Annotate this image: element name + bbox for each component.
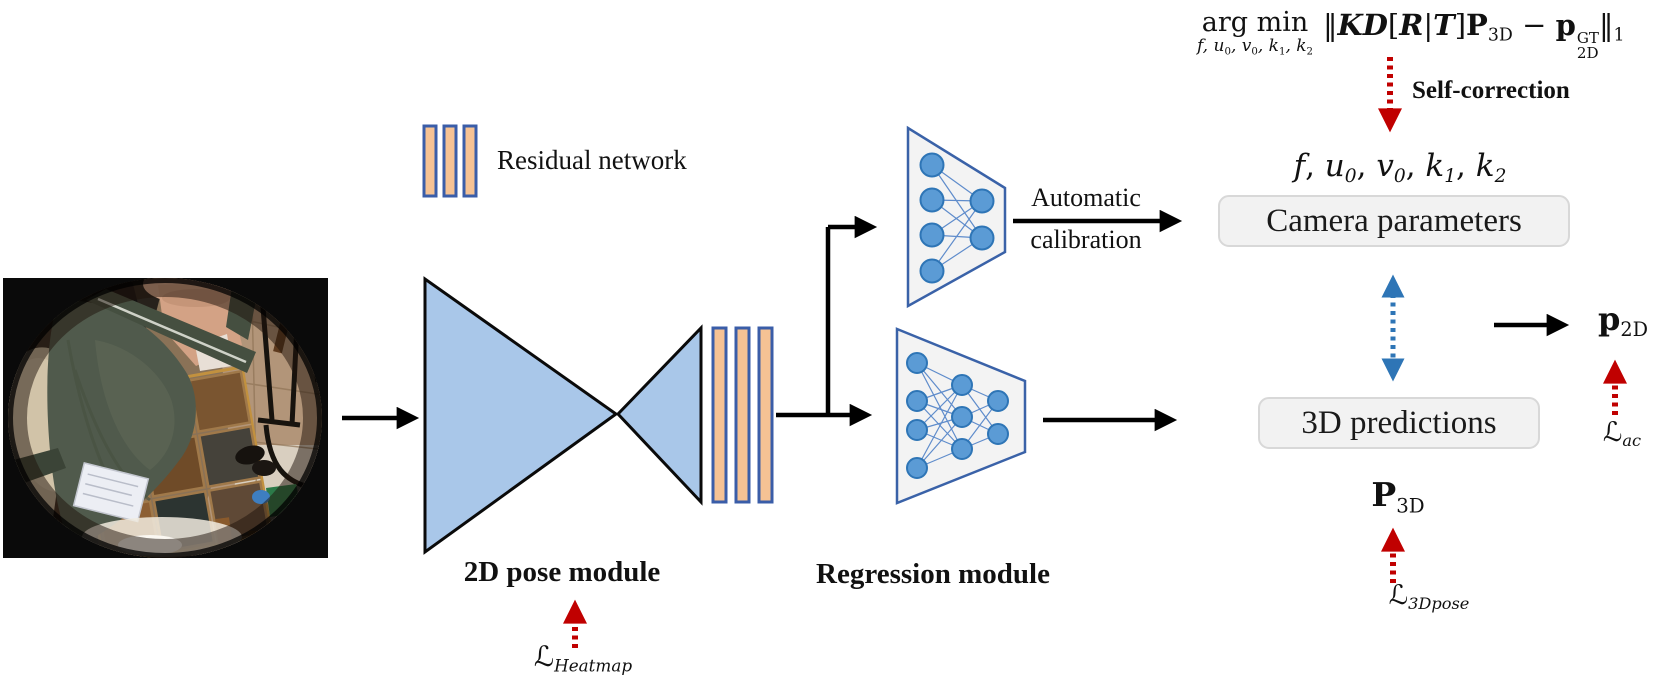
camera-parameters-box: Camera parameters (1218, 195, 1570, 247)
output-p3d: P3D (1371, 475, 1425, 518)
regression-module-label: Regression module (816, 558, 1050, 590)
loss-arrows (563, 57, 1627, 648)
automatic-label: Automatic (1031, 183, 1141, 212)
pose-module-label: 2D pose module (463, 556, 661, 588)
camera-parameter-symbols: f, u0, v0, k1, k2 (1293, 148, 1507, 187)
regression-network-top (906, 125, 1007, 309)
fisheye-input-image (3, 278, 328, 558)
argmin-variables: f, u0, v0, k1, k2 (1197, 36, 1314, 58)
loss-heatmap-label: ℒHeatmap (533, 640, 633, 676)
residual-network-legend-bars (422, 124, 478, 198)
regression-network-bottom (895, 327, 1027, 505)
residual-bars-features (711, 326, 774, 504)
argmin-objective-formula: arg min f, u0, v0, k1, k2 ‖KD[R|T]P3D − … (1197, 8, 1625, 61)
argmin-operator: arg min (1201, 7, 1309, 38)
hourglass-encoder (423, 276, 619, 555)
3d-predictions-box: 3D predictions (1258, 397, 1540, 449)
calibration-label: calibration (1030, 225, 1142, 254)
hourglass-decoder (615, 324, 703, 506)
paper-sheet (72, 462, 150, 523)
output-p2d: p2D (1598, 300, 1648, 342)
pose-module-hourglass (423, 276, 774, 555)
self-correction-label: Self-correction (1412, 77, 1570, 104)
loss-ac-label: ℒac (1602, 417, 1642, 451)
loss-3dpose-label: ℒ3Dpose (1388, 580, 1470, 614)
residual-network-legend-label: Residual network (497, 145, 687, 175)
flow-arrows (342, 209, 1570, 432)
